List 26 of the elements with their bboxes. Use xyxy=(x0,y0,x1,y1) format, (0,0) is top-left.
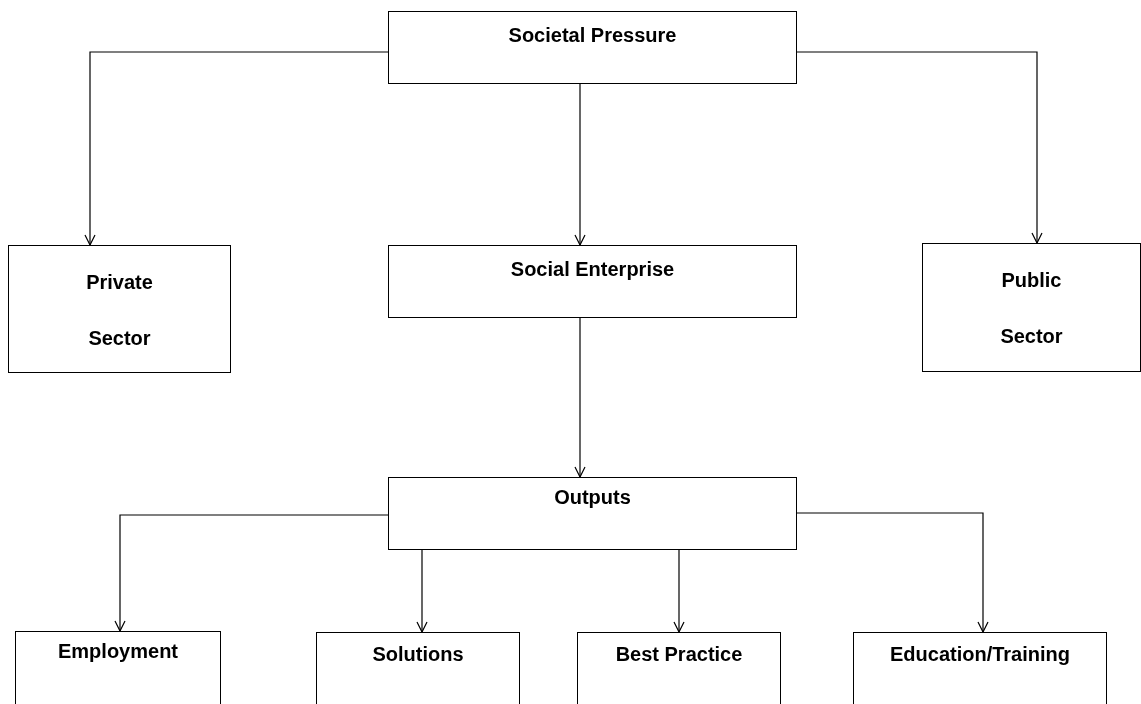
box-label: Best Practice xyxy=(614,643,744,666)
arrow xyxy=(673,549,685,633)
process-box xyxy=(388,11,797,84)
box-label: Private Sector xyxy=(85,270,154,351)
process-box xyxy=(316,632,520,704)
process-box xyxy=(388,477,797,550)
box-label: Solutions xyxy=(371,643,465,666)
arrow xyxy=(416,549,428,633)
arrow xyxy=(114,514,389,632)
box-label: Education/Training xyxy=(889,643,1071,666)
arrow xyxy=(574,317,586,478)
arrow xyxy=(574,83,586,246)
process-box xyxy=(15,631,221,704)
process-box xyxy=(8,245,231,373)
box-label: Social Enterprise xyxy=(509,258,676,281)
process-box xyxy=(388,245,797,318)
box-label: Employment xyxy=(57,640,179,663)
process-box xyxy=(922,243,1141,372)
box-label: Societal Pressure xyxy=(507,24,678,47)
arrow xyxy=(84,51,389,246)
process-box xyxy=(577,632,781,704)
arrow xyxy=(796,51,1043,244)
box-label: Public Sector xyxy=(999,268,1064,349)
process-box xyxy=(853,632,1107,704)
arrow xyxy=(796,512,989,633)
box-label: Outputs xyxy=(553,486,632,509)
